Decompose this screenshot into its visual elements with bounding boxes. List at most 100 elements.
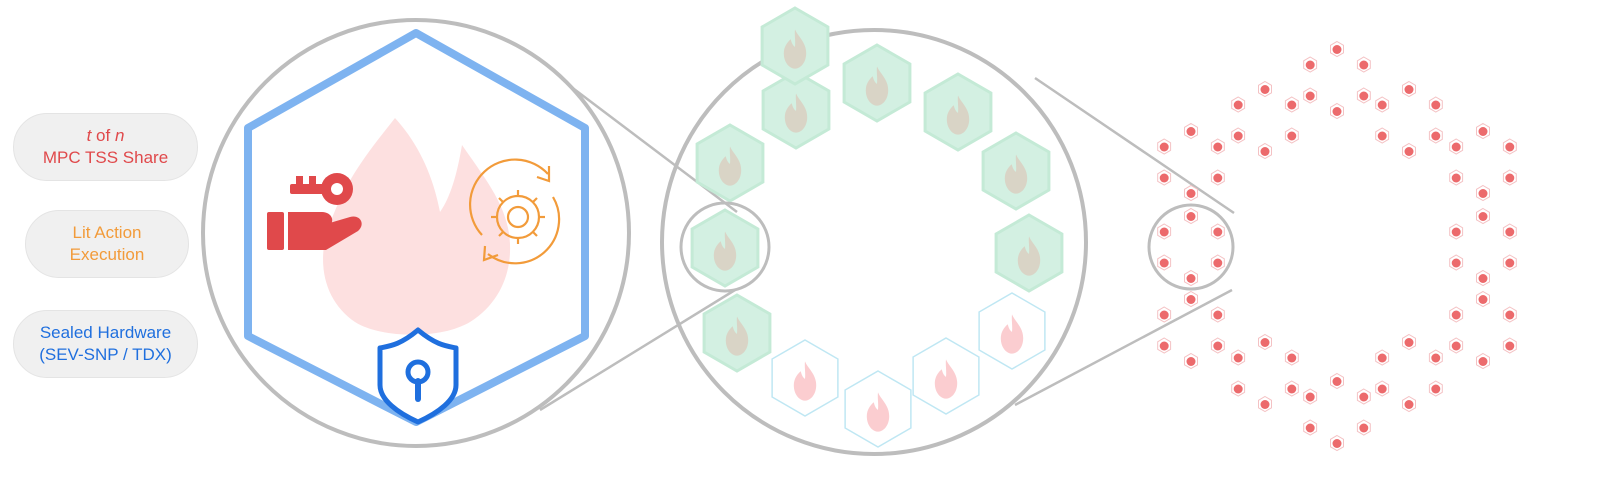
connector-line-2 — [539, 288, 736, 412]
network-node — [1184, 122, 1198, 140]
network-overview — [1147, 40, 1517, 452]
node-detail — [201, 18, 631, 448]
zoom-connector-lines — [539, 76, 1235, 412]
ring-node — [994, 213, 1064, 293]
legend-share-n: n — [114, 126, 125, 145]
network-node — [1356, 419, 1371, 436]
ring-node — [923, 72, 993, 152]
network-node — [1284, 127, 1299, 144]
network-node — [1356, 87, 1371, 104]
network-node — [1184, 269, 1198, 287]
network-node — [1476, 122, 1490, 140]
network-node — [1502, 223, 1517, 240]
network-node — [1303, 56, 1318, 73]
network-node — [1184, 207, 1198, 225]
network-node — [1330, 102, 1344, 120]
network-node-cluster — [1375, 80, 1443, 160]
network-node — [1476, 352, 1490, 370]
legend-share-of: of — [96, 126, 111, 145]
legend-sealed-hardware: Sealed Hardware (SEV-SNP / TDX) — [13, 310, 198, 378]
network-node — [1210, 254, 1225, 271]
legend-share-line2: MPC TSS Share — [42, 148, 169, 167]
ring-node — [771, 339, 839, 417]
network-node — [1402, 80, 1416, 98]
network-node — [1284, 349, 1299, 366]
network-node — [1449, 254, 1464, 271]
network-node-cluster — [1157, 207, 1225, 287]
ring-node — [760, 6, 830, 86]
network-node — [1502, 306, 1517, 323]
network-node — [1210, 138, 1225, 155]
network-node — [1502, 169, 1517, 186]
shield-keyhole-icon — [377, 327, 459, 425]
network-node — [1449, 169, 1464, 186]
network-node — [1303, 388, 1318, 405]
network-node-cluster — [1157, 290, 1225, 370]
ring-node — [761, 70, 831, 150]
network-node — [1449, 337, 1464, 354]
network-node — [1502, 337, 1517, 354]
network-node — [1402, 395, 1416, 413]
network-node — [1284, 380, 1299, 397]
network-node — [1184, 290, 1198, 308]
network-node — [1356, 388, 1371, 405]
network-node — [1449, 306, 1464, 323]
network-zoom-circle — [1147, 203, 1235, 291]
legend-share-line1: t of n — [87, 125, 125, 147]
network-node-cluster — [1375, 333, 1443, 413]
network-node — [1402, 333, 1416, 351]
connector-line-4 — [1014, 288, 1233, 407]
network-node — [1210, 337, 1225, 354]
ring-node — [702, 293, 772, 373]
network-node-cluster — [1231, 333, 1299, 413]
network-node — [1375, 96, 1390, 113]
ring-node — [842, 43, 912, 123]
node-ring — [660, 6, 1088, 456]
gear-teeth — [491, 190, 545, 244]
ring-nodes — [690, 6, 1064, 448]
network-node — [1356, 56, 1371, 73]
network-node-cluster — [1157, 122, 1225, 202]
network-node — [1476, 269, 1490, 287]
network-node — [1428, 349, 1443, 366]
network-node — [1210, 223, 1225, 240]
network-node — [1231, 96, 1246, 113]
network-node — [1330, 434, 1344, 452]
node-detail-background-flame — [323, 118, 511, 335]
legend-share-t: t — [86, 126, 92, 145]
connector-line-3 — [1034, 76, 1235, 215]
network-node-cluster — [1303, 40, 1371, 120]
network-node — [1375, 349, 1390, 366]
network-node — [1231, 349, 1246, 366]
network-node — [1449, 223, 1464, 240]
network-node — [1258, 395, 1272, 413]
connector-line-1 — [569, 85, 738, 213]
network-node — [1284, 96, 1299, 113]
network-node — [1330, 40, 1344, 58]
legend-lit-action-execution: Lit Action Execution — [25, 210, 189, 278]
network-node — [1476, 290, 1490, 308]
network-node-cluster — [1303, 372, 1371, 452]
network-node — [1258, 80, 1272, 98]
network-node — [1157, 337, 1172, 354]
network-node — [1476, 184, 1490, 202]
network-node — [1502, 254, 1517, 271]
legend-hardware-line2: (SEV-SNP / TDX) — [39, 345, 172, 364]
network-node — [1157, 138, 1172, 155]
legend-hardware-line1: Sealed Hardware — [39, 323, 172, 342]
network-node — [1157, 306, 1172, 323]
selected-node-zoom-circle — [679, 201, 771, 293]
network-node — [1157, 223, 1172, 240]
network-node — [1231, 127, 1246, 144]
network-node-cluster — [1449, 290, 1517, 370]
network-node — [1157, 169, 1172, 186]
ring-node — [690, 208, 760, 288]
network-clusters — [1157, 40, 1517, 452]
legend-mpc-tss-share: t of n MPC TSS Share — [13, 113, 198, 181]
ring-node — [844, 370, 912, 448]
network-node — [1210, 169, 1225, 186]
legend-action-line1: Lit Action — [72, 223, 142, 242]
network-node — [1476, 207, 1490, 225]
